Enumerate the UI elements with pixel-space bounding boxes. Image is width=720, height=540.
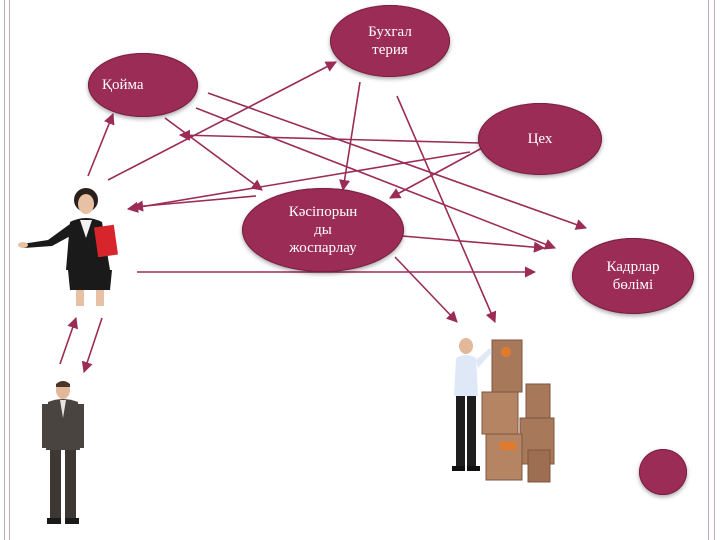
- arrow-kasiporyn-to-kadrlar: [401, 235, 546, 253]
- node-tseh[interactable]: Цех: [478, 103, 602, 175]
- node-koima-label: Қойма: [102, 77, 144, 93]
- arrow-tseh-to-woman: [126, 151, 471, 213]
- decorative-circle: [639, 449, 687, 495]
- arrow-kasiporyn-to-woman-top: [131, 195, 257, 212]
- arrow-man-to-woman: [59, 316, 78, 365]
- arrow-woman-to-koima: [87, 112, 115, 177]
- node-tseh-label: Цех: [527, 131, 553, 147]
- node-kadrlar[interactable]: Кадрлар бөлімі: [572, 238, 694, 314]
- slide-border-left-inner: [9, 0, 10, 540]
- node-buhgalteriya-label: Бухгал терия: [368, 24, 412, 58]
- slide-border-right-inner: [708, 0, 709, 540]
- businesswoman-figure: [18, 188, 118, 306]
- node-kasiporyn-label: Кәсіпорын ды жоспарлау: [288, 204, 358, 256]
- arrow-buhgalteriya-to-worker: [396, 95, 497, 324]
- arrow-koima-to-kadrlar: [195, 107, 557, 250]
- arrow-kasiporyn-to-worker: [394, 256, 458, 323]
- node-kadrlar-label: Кадрлар бөлімі: [606, 259, 660, 293]
- slide-border-left-outer: [4, 0, 5, 540]
- arrow-buhgalteriya-to-kadrlar: [207, 92, 588, 230]
- arrow-woman-to-man: [81, 317, 103, 374]
- worker-with-boxes-figure: [452, 338, 555, 483]
- node-koima[interactable]: Қойма: [88, 53, 198, 117]
- arrow-tseh-to-koima: [178, 129, 481, 144]
- slide-border-right-outer: [714, 0, 715, 540]
- arrow-buhgalteriya-to-kasiporyn: [339, 81, 361, 192]
- node-buhgalteriya[interactable]: Бухгал терия: [330, 5, 450, 77]
- arrow-woman-to-buhgalteriya: [107, 61, 337, 181]
- node-kasiporyn[interactable]: Кәсіпорын ды жоспарлау: [242, 188, 404, 272]
- arrow-tseh-to-kasiporyn: [389, 147, 483, 199]
- businessman-figure: [42, 381, 84, 524]
